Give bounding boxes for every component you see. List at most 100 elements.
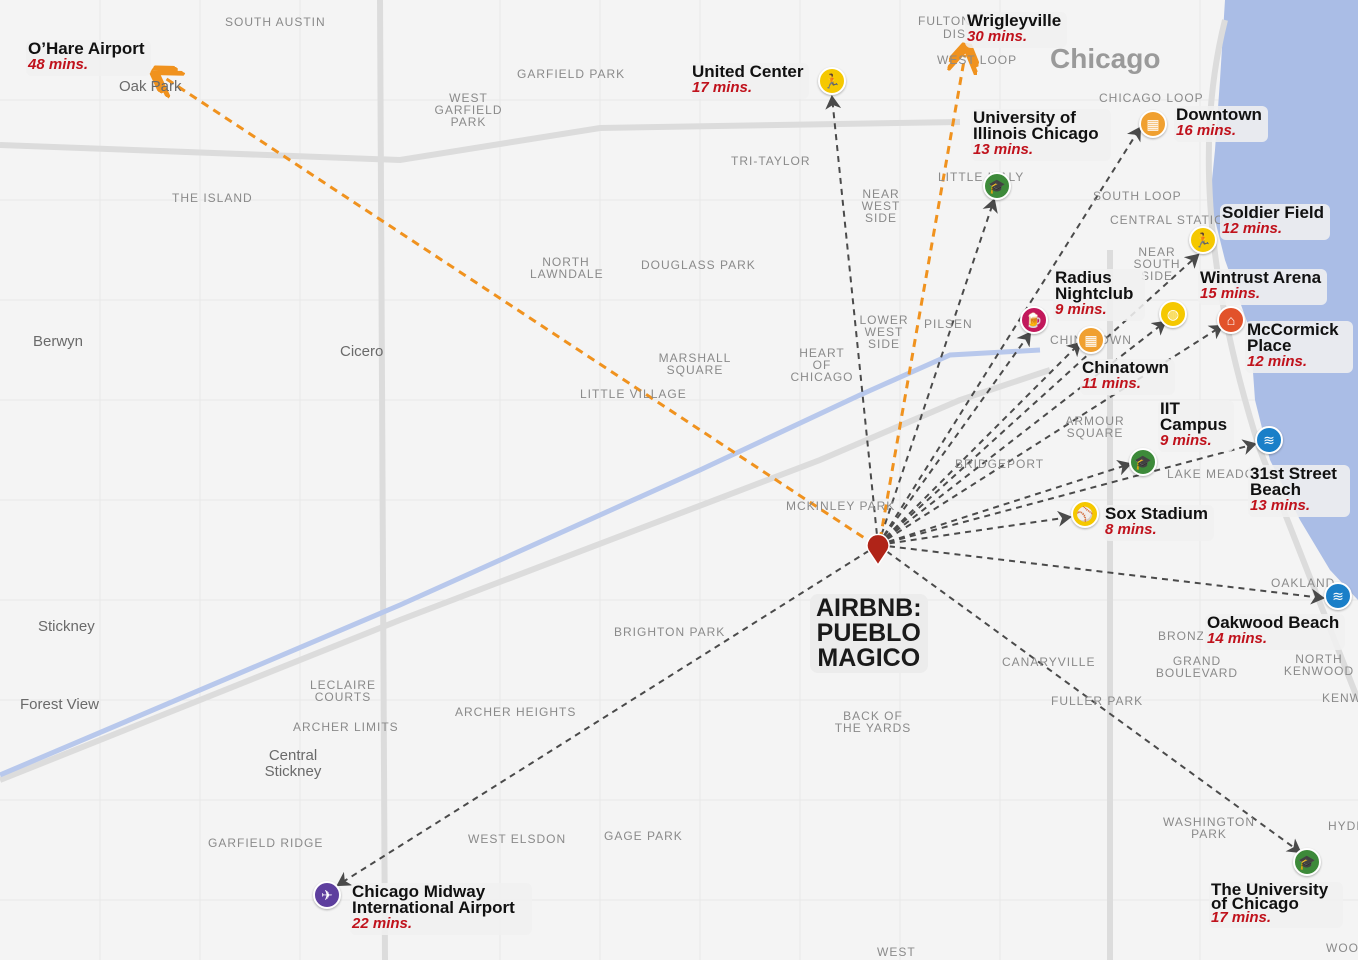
place-label: Back of the Yards	[834, 709, 912, 735]
town-label: Central Stickney	[264, 747, 322, 780]
destination-name: McCormick Place	[1247, 320, 1339, 355]
travel-time: 12 mins.	[1222, 220, 1283, 237]
travel-time: 12 mins.	[1247, 353, 1308, 370]
destination-name: Wrigleyville	[967, 11, 1062, 30]
place-label: Gage Park	[604, 829, 683, 843]
place-label: West Loop	[937, 53, 1018, 67]
place-label: Archer Heights	[455, 705, 577, 719]
destination-name: Oakwood Beach	[1207, 613, 1340, 632]
place-label: Armour Square	[1065, 414, 1125, 440]
airport-icon[interactable]: ✈	[313, 881, 341, 909]
place-label: South Loop	[1093, 189, 1182, 203]
travel-time: 17 mins.	[692, 79, 753, 96]
place-label: Douglass Park	[641, 258, 756, 272]
home-label-line: AIRBNB:	[816, 594, 922, 622]
place-label: West Garfield Park	[434, 91, 503, 129]
place-label: West	[877, 945, 916, 959]
building-icon[interactable]: ▦	[1139, 110, 1167, 138]
travel-time: 16 mins.	[1176, 122, 1237, 139]
travel-time: 48 mins.	[28, 56, 89, 73]
swim-icon[interactable]: ≋	[1324, 582, 1352, 610]
place-label: Bronzeville	[1158, 630, 1203, 642]
place-label: Marshall Square	[658, 351, 732, 377]
destination-name: Chinatown	[1082, 358, 1169, 377]
town-label: Cicero	[340, 343, 384, 360]
baseball-icon[interactable]: ⚾	[1071, 500, 1099, 528]
swim-icon[interactable]: ≋	[1255, 426, 1283, 454]
place-label: Lower West Side	[859, 313, 909, 351]
canal	[0, 347, 1041, 778]
travel-time: 13 mins.	[973, 141, 1034, 158]
place-label: Bridgeport	[955, 457, 1045, 471]
place-label: Dis	[943, 27, 967, 41]
place-label: McKinley Park	[786, 499, 896, 513]
town-label: Forest View	[20, 696, 99, 713]
destination-name: Sox Stadium	[1105, 504, 1208, 523]
place-label: Little Italy	[938, 170, 1025, 184]
building-icon[interactable]: ▦	[1077, 326, 1105, 354]
place-label: Heart of Chicago	[790, 346, 854, 384]
place-label: Near South Side	[1133, 245, 1181, 283]
destination-name: O’Hare Airport	[28, 39, 145, 58]
sport-icon[interactable]: 🏃	[1189, 226, 1217, 254]
destination-name: IIT Campus	[1160, 399, 1228, 434]
place-label: Woodlawn	[1326, 942, 1358, 954]
home-pin-icon	[866, 533, 890, 567]
destination-name: University of Illinois Chicago	[973, 108, 1099, 143]
place-label: Tri-Taylor	[731, 154, 811, 168]
destination-name: 31st Street Beach	[1250, 464, 1337, 499]
school-icon[interactable]: 🎓	[1129, 448, 1157, 476]
place-label: Pilsen	[924, 317, 973, 331]
place-label: Fuller Park	[1051, 694, 1144, 708]
travel-time: 17 mins.	[1211, 909, 1272, 926]
home-label[interactable]: AIRBNB: PUEBLO MAGICO	[810, 594, 928, 673]
sport-icon[interactable]: 🏃	[818, 67, 846, 95]
place-label: North Kenwood	[1283, 652, 1355, 678]
travel-time: 13 mins.	[1250, 497, 1311, 514]
city-label: Chicago	[1050, 43, 1161, 74]
place-label: Washington Park	[1162, 815, 1255, 841]
place-label: Archer Limits	[293, 720, 399, 734]
destination-name: The University of Chicago	[1211, 880, 1329, 913]
school-icon[interactable]: 🎓	[1293, 848, 1321, 876]
travel-time: 9 mins.	[1055, 301, 1107, 318]
destination-name: United Center	[692, 62, 804, 81]
place-label: Little Village	[580, 387, 687, 401]
travel-time: 11 mins.	[1082, 375, 1141, 392]
town-label: Stickney	[38, 618, 95, 635]
destination-name: Radius Nightclub	[1055, 268, 1134, 303]
beer-icon[interactable]: 🍺	[1020, 306, 1048, 334]
place-label: North Lawndale	[530, 255, 604, 281]
venue-icon[interactable]: ⌂	[1217, 306, 1245, 334]
place-label: Chicago Loop	[1099, 91, 1204, 105]
place-label: Garfield Ridge	[208, 836, 324, 850]
place-label: Central Station	[1110, 213, 1235, 227]
place-label: Kenwood	[1322, 692, 1358, 704]
travel-time: 15 mins.	[1200, 285, 1261, 302]
basketball-icon[interactable]: ◍	[1159, 300, 1187, 328]
travel-time: 22 mins.	[352, 915, 413, 932]
school-icon[interactable]: 🎓	[983, 172, 1011, 200]
place-label: Canaryville	[1002, 655, 1096, 669]
destination-name: Downtown	[1176, 105, 1262, 124]
travel-time: 9 mins.	[1160, 432, 1212, 449]
place-label: Leclaire Courts	[309, 678, 377, 704]
home-label-line: MAGICO	[817, 644, 921, 672]
